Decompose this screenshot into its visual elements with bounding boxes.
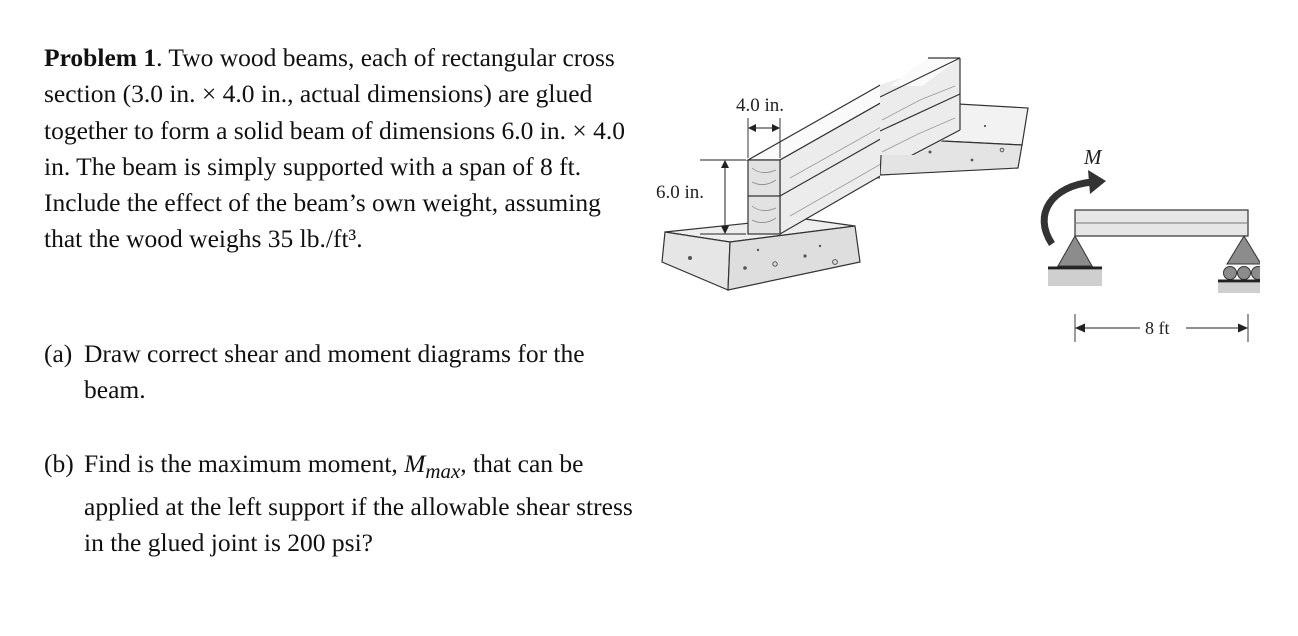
moment-label: M (1083, 145, 1103, 169)
beam-3d-figure: 4.0 in. 6.0 in. (656, 84, 880, 291)
part-a-text: Draw correct shear and moment diagrams f… (84, 339, 585, 405)
problem-statement: Problem 1. Two wood beams, each of recta… (44, 40, 644, 258)
part-b: (b) Find is the maximum moment, Mmax, th… (44, 446, 644, 562)
span-dimension: 8 ft (1074, 314, 1249, 342)
height-label: 6.0 in. (656, 182, 704, 203)
part-a-label: (a) (44, 339, 73, 368)
beam-upper-segment (880, 57, 961, 155)
moment-arrow-icon (1040, 178, 1093, 246)
m-max-symbol: Mmax (404, 449, 461, 483)
part-a: (a) Draw correct shear and moment diagra… (44, 336, 644, 409)
problem-label: Problem 1 (44, 43, 157, 72)
height-dimension: 6.0 in. (656, 159, 746, 235)
glued-beam (745, 84, 880, 236)
beam-schematic: M 8 ft (1040, 145, 1260, 342)
problem-text: . Two wood beams, each of rectangular cr… (44, 43, 625, 254)
width-dimension: 4.0 in. (736, 95, 784, 158)
span-label: 8 ft (1145, 318, 1170, 338)
part-b-text: Find is the maximum moment, Mmax, that c… (84, 449, 633, 558)
pin-support-icon (1048, 234, 1102, 286)
part-b-label: (b) (44, 449, 74, 478)
width-label: 4.0 in. (736, 95, 784, 116)
roller-support-icon (1218, 235, 1260, 293)
